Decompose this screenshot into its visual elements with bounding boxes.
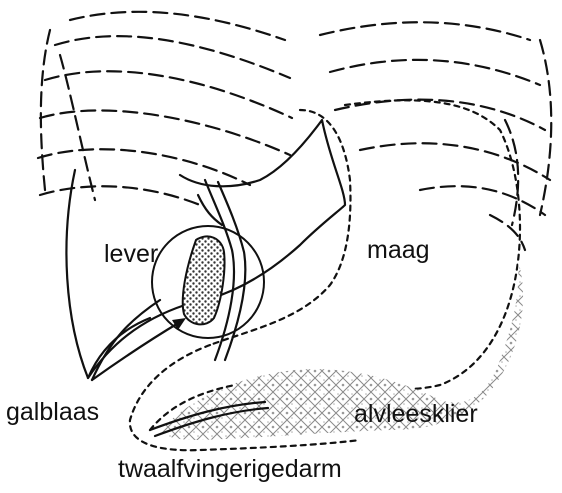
- label-twaalfvingerigedarm: twaalfvingerigedarm: [118, 455, 342, 483]
- galblaas-pointer: [92, 300, 186, 380]
- rib-cage: [38, 12, 551, 250]
- label-maag: maag: [367, 236, 430, 264]
- gallbladder: [183, 236, 225, 324]
- label-galblaas: galblaas: [6, 398, 99, 426]
- label-alvleesklier: alvleesklier: [354, 400, 478, 428]
- label-lever: lever: [104, 240, 158, 268]
